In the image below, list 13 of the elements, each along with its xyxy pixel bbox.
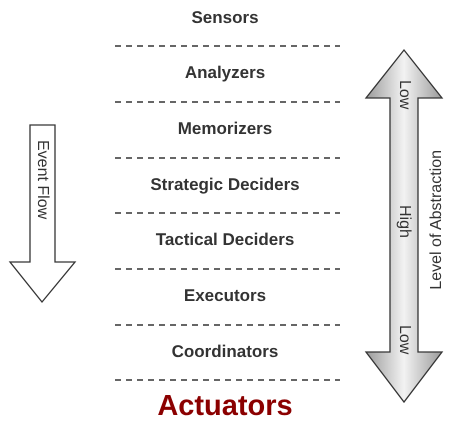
layer-label: Analyzers — [100, 63, 350, 83]
layer-heading: Actuators — [100, 390, 350, 422]
layer-label: Strategic Deciders — [100, 175, 350, 195]
layer-label: Sensors — [100, 8, 350, 28]
layer-label: Memorizers — [100, 119, 350, 139]
layer-label: Tactical Deciders — [100, 230, 350, 250]
layer-label: Coordinators — [100, 342, 350, 362]
scale-label: High — [395, 205, 413, 238]
scale-label: Low — [395, 80, 413, 110]
axis-title: Level of Abstraction — [428, 150, 446, 290]
layer-label: Executors — [100, 286, 350, 306]
scale-label: Low — [395, 325, 413, 354]
arrow-label: Event Flow — [33, 140, 51, 220]
